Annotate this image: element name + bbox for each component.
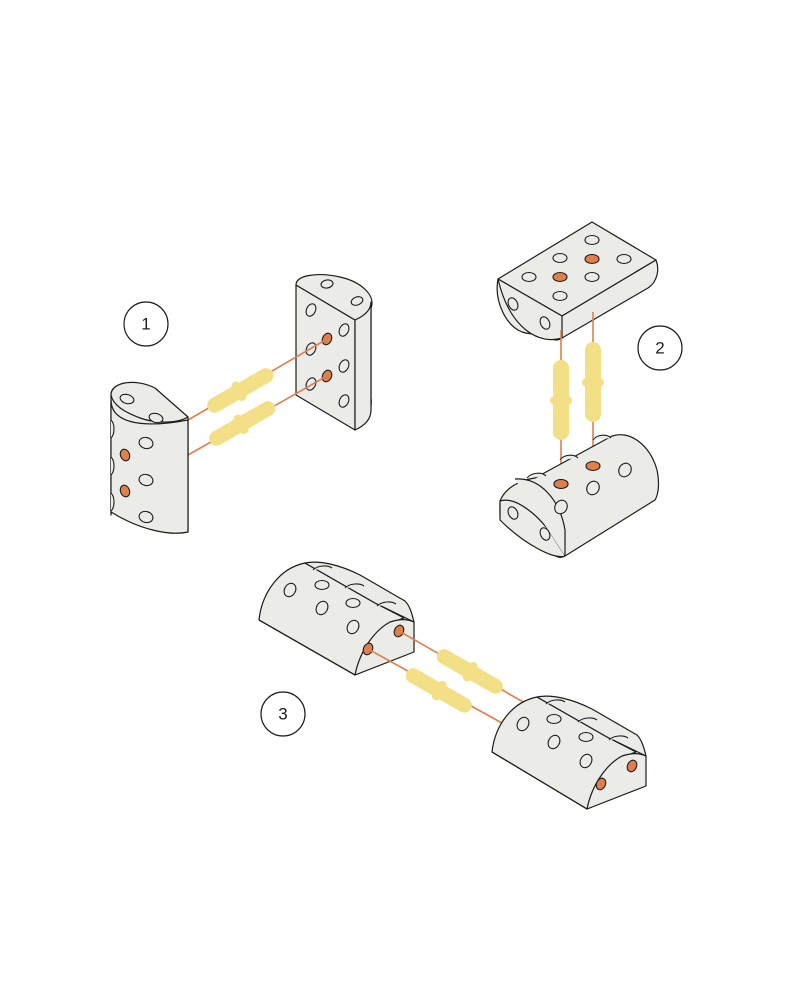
connector-pins-2 xyxy=(550,312,604,484)
block-3-left xyxy=(258,561,415,676)
step-1-group: 1 xyxy=(110,274,373,534)
connector-pins-3 xyxy=(367,630,526,724)
active-hole xyxy=(119,484,131,498)
step-2-group: 2 xyxy=(496,221,683,558)
active-hole xyxy=(585,460,601,472)
step-1-badge xyxy=(123,301,169,347)
block-1-left xyxy=(110,381,189,534)
step-3-group: 3 xyxy=(258,561,647,810)
block-2-bottom xyxy=(499,434,660,558)
step-3-label: 3 xyxy=(260,691,306,737)
block-3-right xyxy=(491,695,647,810)
step-3-number: 3 xyxy=(278,705,287,724)
step-1-number: 1 xyxy=(141,315,150,334)
block-1-right xyxy=(295,274,373,431)
active-hole xyxy=(552,271,568,283)
active-hole xyxy=(553,478,569,490)
step-3-badge xyxy=(260,691,306,737)
connector-pins-1 xyxy=(187,338,328,456)
block-2-top xyxy=(496,221,659,341)
step-2-badge xyxy=(637,325,683,371)
step-2-label: 2 xyxy=(637,325,683,371)
active-hole xyxy=(119,448,131,462)
step-1-label: 1 xyxy=(123,301,169,347)
step-2-number: 2 xyxy=(655,339,664,358)
active-hole xyxy=(595,777,607,791)
active-hole xyxy=(584,253,600,265)
active-hole xyxy=(626,759,638,773)
